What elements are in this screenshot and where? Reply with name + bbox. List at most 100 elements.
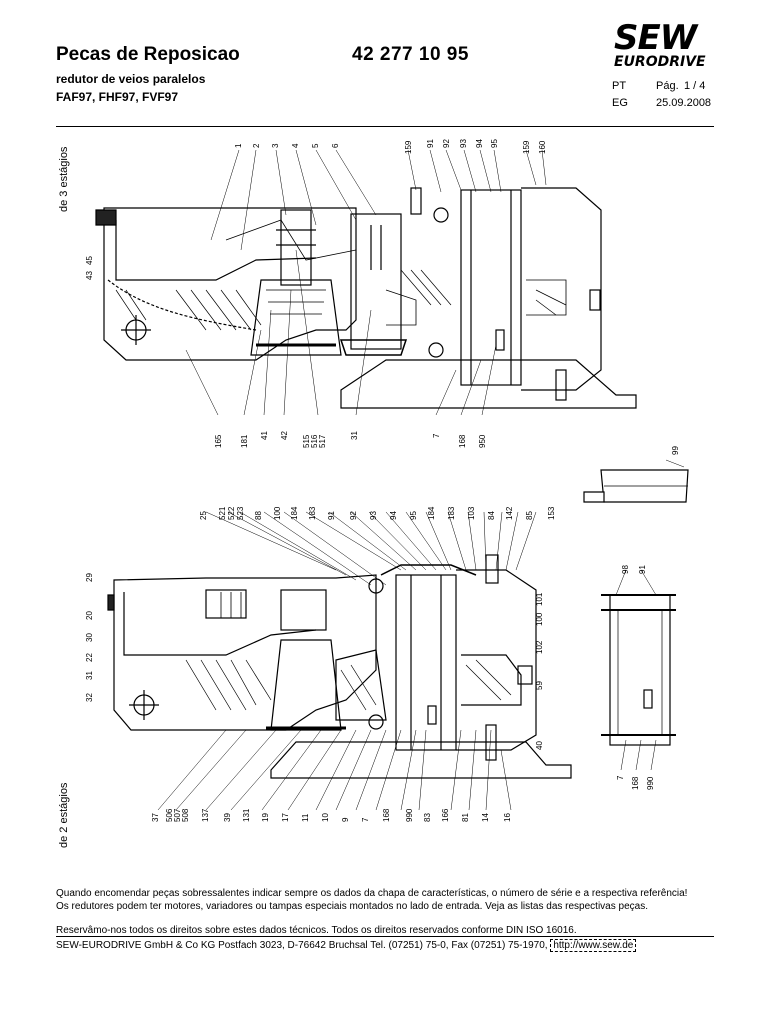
callout-508: 508 xyxy=(181,808,190,822)
callout-142: 142 xyxy=(505,506,514,520)
pinion-shaft xyxy=(280,209,312,286)
sew-eurodrive-logo: SEW EURODRIVE xyxy=(612,18,720,70)
callout-31: 31 xyxy=(350,431,359,440)
hollow-shaft-detail xyxy=(601,569,676,771)
callouts-bottom-upper: 25 521 522 523 88 100 184 183 91 92 93 9… xyxy=(199,506,556,520)
exploded-technical-drawing: 1 2 3 4 5 6 159 91 92 93 94 95 159 160 4… xyxy=(85,139,689,822)
callout-84: 84 xyxy=(487,511,496,520)
callout-4: 4 xyxy=(291,143,300,148)
header-divider xyxy=(56,126,714,127)
callout-950: 950 xyxy=(478,434,487,448)
callouts-bottom-right: 101 100 102 59 40 xyxy=(535,592,544,750)
subtitle-models: FAF97, FHF97, FVF97 xyxy=(56,90,179,104)
callout-98: 98 xyxy=(621,565,630,574)
tapered-bearing-left xyxy=(250,279,342,356)
callout-93: 93 xyxy=(459,139,468,148)
callout-95b: 95 xyxy=(409,511,418,520)
page-number: 1 / 4 xyxy=(684,80,706,92)
callout-523: 523 xyxy=(236,506,245,520)
output-shaft-2-stage xyxy=(395,574,457,751)
callout-20: 20 xyxy=(85,611,94,620)
callouts-bottom-lower: 37 506 507 508 137 39 131 19 17 11 10 9 … xyxy=(151,808,512,822)
callout-153: 153 xyxy=(547,506,556,520)
callout-168b: 168 xyxy=(382,808,391,822)
callout-10: 10 xyxy=(321,813,330,822)
callout-14: 14 xyxy=(481,813,490,822)
callout-30: 30 xyxy=(85,633,94,642)
logo-eurodrive-text: EURODRIVE xyxy=(614,54,706,70)
callout-159b: 159 xyxy=(522,140,531,154)
callout-100b: 100 xyxy=(535,612,544,626)
callout-184a: 184 xyxy=(290,506,299,520)
callout-166: 166 xyxy=(441,808,450,822)
callout-45: 45 xyxy=(85,256,94,265)
callout-100a: 100 xyxy=(273,506,282,520)
input-pinion-2-stage xyxy=(280,589,327,631)
callout-83: 83 xyxy=(423,813,432,822)
footer-divider xyxy=(56,936,714,937)
housing-output-side xyxy=(521,187,602,391)
callout-99: 99 xyxy=(671,446,680,455)
callout-103: 103 xyxy=(467,506,476,520)
callout-81: 81 xyxy=(461,813,470,822)
callout-184b: 184 xyxy=(427,506,436,520)
callout-7b: 7 xyxy=(361,817,370,822)
callout-165: 165 xyxy=(214,434,223,448)
callout-43: 43 xyxy=(85,271,94,280)
website-link[interactable]: http://www.sew.de xyxy=(550,939,637,952)
housing-3-stage xyxy=(103,207,357,361)
language-code: PT xyxy=(612,80,627,92)
callout-168c: 168 xyxy=(631,776,640,790)
callout-168: 168 xyxy=(458,434,467,448)
part-number: 42 277 10 95 xyxy=(352,44,469,65)
rights-note: Reservâmo-nos todos os direitos sobre es… xyxy=(56,925,577,936)
callout-102: 102 xyxy=(535,640,544,654)
drawing-2-stage xyxy=(107,511,572,811)
company-address: SEW-EURODRIVE GmbH & Co KG Postfach 3023… xyxy=(56,939,637,952)
callout-159a: 159 xyxy=(404,140,413,154)
callout-183b: 183 xyxy=(447,506,456,520)
callout-521: 521 xyxy=(218,506,227,520)
callout-183a: 183 xyxy=(308,506,317,520)
callout-160: 160 xyxy=(538,140,547,154)
cover-cap-99 xyxy=(583,459,689,503)
callout-19: 19 xyxy=(261,813,270,822)
callout-41: 41 xyxy=(260,431,269,440)
callout-181: 181 xyxy=(240,434,249,448)
callout-92: 92 xyxy=(442,139,451,148)
callout-990c: 990 xyxy=(646,776,655,790)
callout-29: 29 xyxy=(85,573,94,582)
callout-16: 16 xyxy=(503,813,512,822)
callout-5: 5 xyxy=(311,143,320,148)
callout-516: 516 xyxy=(310,434,319,448)
callout-42: 42 xyxy=(280,431,289,440)
callout-3: 3 xyxy=(271,143,280,148)
callout-32: 32 xyxy=(85,693,94,702)
callouts-top-lower: 165 181 41 42 515 516 517 31 7 168 950 xyxy=(214,431,487,448)
callout-11: 11 xyxy=(301,813,310,822)
callout-101: 101 xyxy=(535,592,544,606)
callout-137: 137 xyxy=(201,808,210,822)
callout-88: 88 xyxy=(254,511,263,520)
order-note: Quando encomendar peças sobressalentes i… xyxy=(56,888,688,899)
callout-94b: 94 xyxy=(389,511,398,520)
callout-6: 6 xyxy=(331,143,340,148)
callout-9: 9 xyxy=(341,817,350,822)
callout-94: 94 xyxy=(475,139,484,148)
callout-2: 2 xyxy=(252,143,261,148)
callout-39: 39 xyxy=(223,813,232,822)
callout-85: 85 xyxy=(525,511,534,520)
output-gear xyxy=(460,189,522,386)
callout-7: 7 xyxy=(432,433,441,438)
callout-522: 522 xyxy=(227,506,236,520)
document-title: Pecas de Reposicao xyxy=(56,44,240,65)
callouts-bottom-left: 29 20 30 22 31 32 xyxy=(85,573,94,702)
edition-code: EG xyxy=(612,97,628,109)
drawing-3-stage xyxy=(95,149,637,416)
callout-40: 40 xyxy=(535,741,544,750)
logo-sew-text: SEW xyxy=(614,18,697,58)
callout-92b: 92 xyxy=(349,511,358,520)
callout-7c: 7 xyxy=(616,775,625,780)
company-contact: SEW-EURODRIVE GmbH & Co KG Postfach 3023… xyxy=(56,940,548,951)
callout-91c: 91 xyxy=(638,565,647,574)
